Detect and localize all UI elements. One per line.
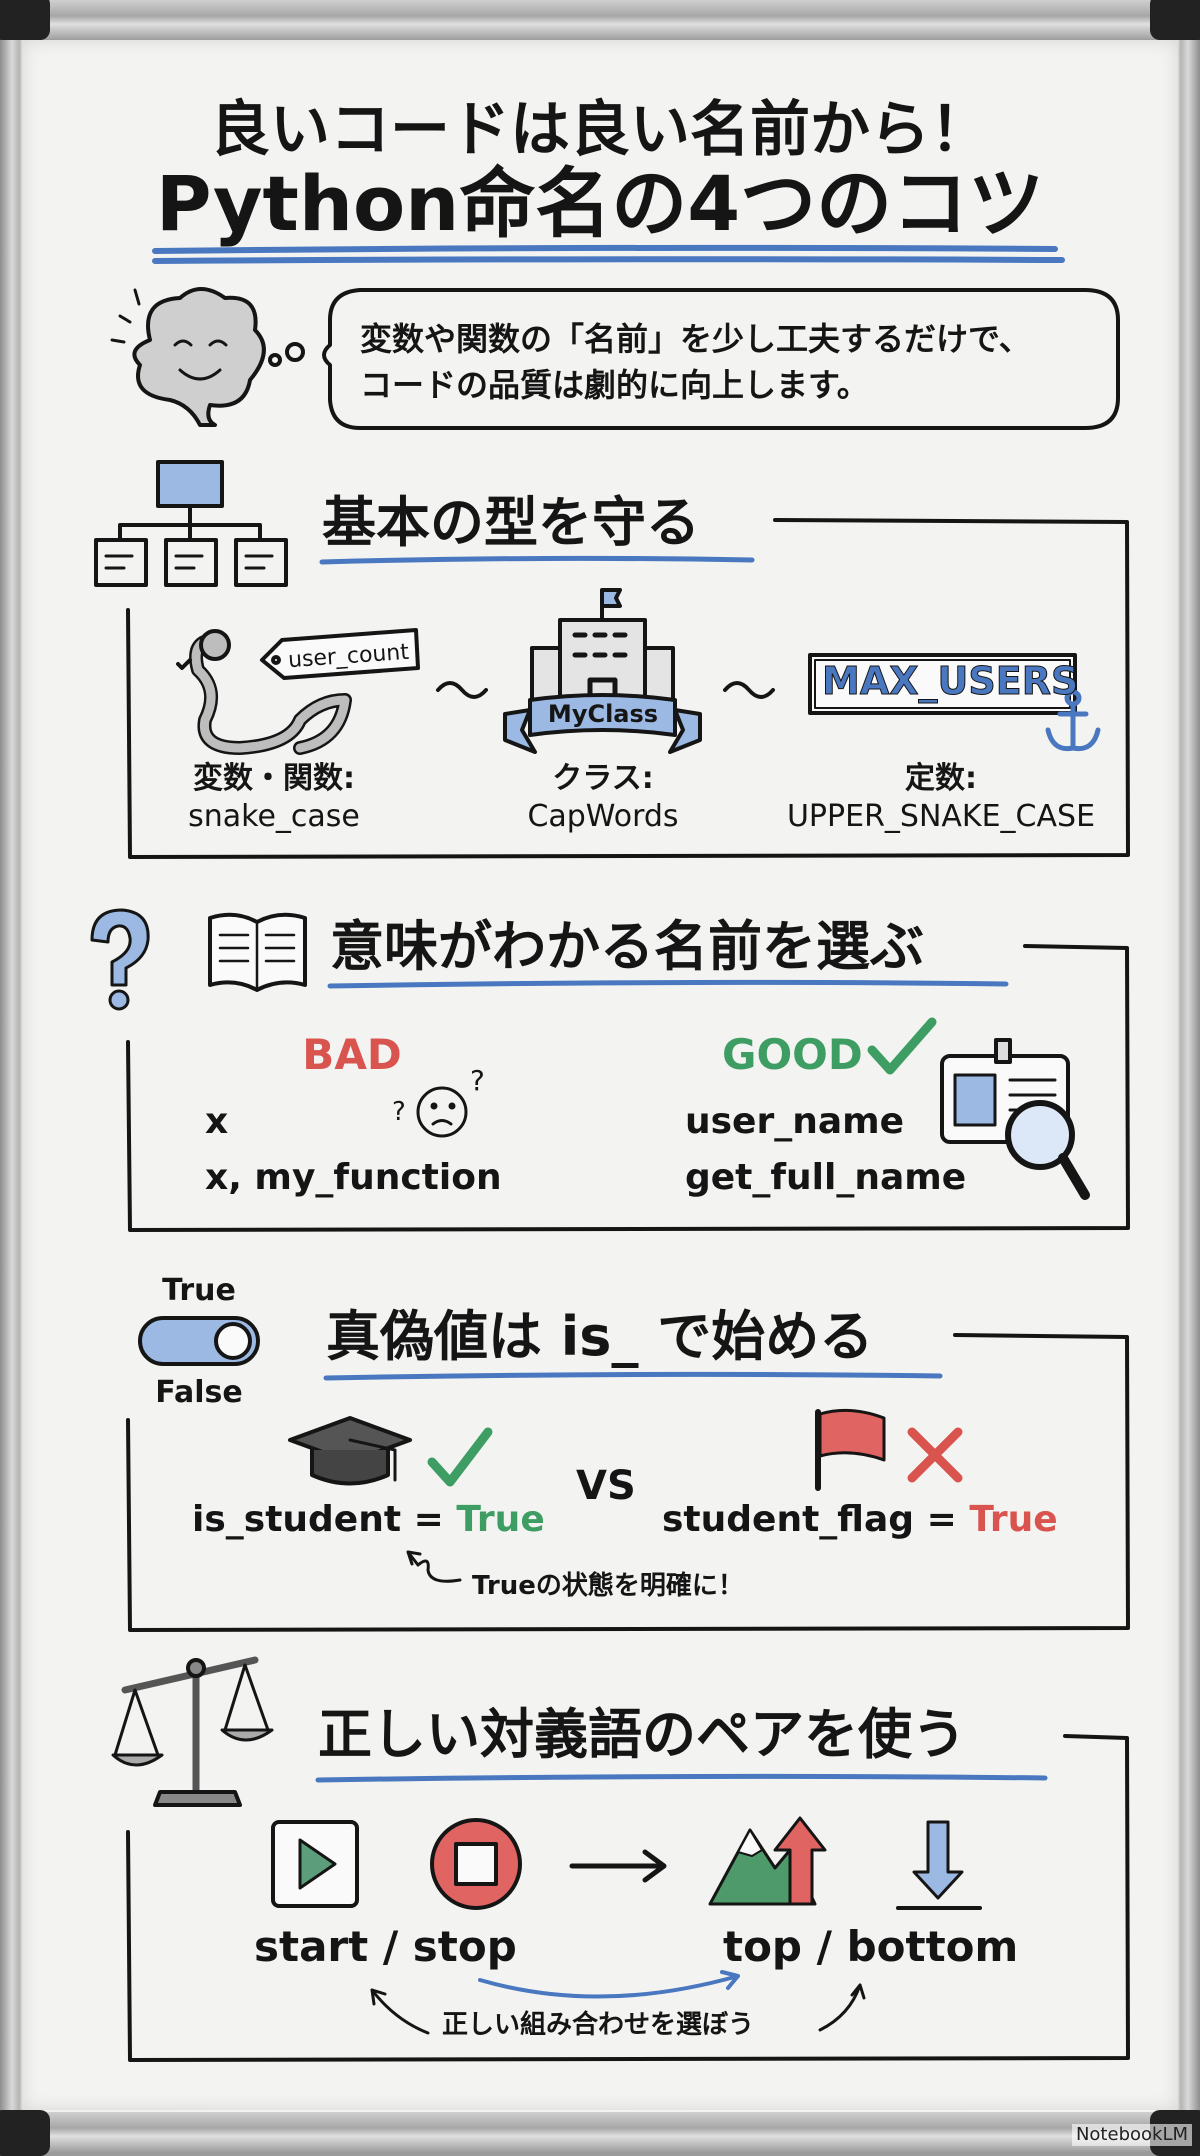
value-true: True [969,1499,1058,1540]
equals: = [926,1499,957,1540]
book-icon [208,912,307,992]
bad-example: x, my_function [205,1157,502,1198]
stop-icon [430,1818,522,1910]
note-arrow [370,1988,430,2035]
pair-note: 正しい組み合わせを選ぼう [442,2010,755,2040]
checkmark-icon [867,1017,937,1075]
svg-text:?: ? [470,1064,485,1097]
intro-line2: コードの品質は劇的に向上します。 [360,366,869,404]
notebooklm-watermark: NotebookLM [1071,2124,1192,2146]
tag-max-users: MAX_USERS [821,659,1079,703]
pair-start-stop: start / stop [254,1922,517,1971]
hierarchy-icon [94,460,288,587]
good-example: user_name [685,1101,905,1142]
section-box [126,518,1130,859]
tag-myclass: MyClass [547,700,659,728]
page-title: Python命名の4つのコツ [155,159,1045,248]
toggle-false-label: False [155,1375,243,1410]
good-example: get_full_name [685,1157,967,1198]
frame-corner [0,0,50,40]
style-snake-case: snake_case [188,799,360,834]
var-name: student_flag [662,1499,915,1540]
equals: = [413,1499,444,1540]
bad-label: BAD [302,1030,402,1079]
bad-example: x [205,1101,229,1142]
vs-label: VS [576,1463,636,1509]
whiteboard-top-rail [0,0,1200,40]
value-true: True [456,1499,545,1540]
separator-tilde [436,681,775,699]
confused-face-icon: ? ? [392,1064,485,1138]
balance-scale-icon [111,1656,274,1807]
heading-underline [315,1773,1048,1783]
magnifier-icon [1005,1100,1090,1200]
pair-top-bottom: top / bottom [723,1922,1019,1971]
brain-icon [110,287,305,427]
frame-corner [1150,0,1200,40]
cross-icon [907,1427,963,1483]
heading-underline [327,979,1009,989]
title-underline [152,244,1065,264]
note-arrow [818,1983,866,2032]
good-label: GOOD [722,1030,863,1079]
red-flag-icon [815,1408,886,1491]
snake-icon [176,629,352,755]
section-box [126,944,1130,1232]
arrow-down-icon [896,1820,982,1910]
label-constant: 定数: [904,761,977,796]
intro-line1: 変数や関数の「名前」を少し工夫するだけで、 [360,320,1031,358]
intro-text: 変数や関数の「名前」を少し工夫するだけで、 コードの品質は劇的に向上します。 [360,316,1031,408]
arrow-right-icon [569,1849,667,1883]
heading-underline [323,1371,943,1381]
checkmark-icon [427,1427,493,1487]
speech-bubble [322,288,1120,430]
label-class: クラス: [552,761,654,796]
name-tag-icon [260,628,420,680]
capwords-label: クラス:CapWords [527,760,678,836]
play-icon [271,1820,359,1908]
constant-sign [808,653,1077,715]
section-heading-4: 正しい対義語のペアを使う [318,1703,966,1766]
snake-case-label: 変数・関数:snake_case [188,760,360,836]
toggle-true-label: True [162,1273,236,1308]
heading-underline [319,555,755,565]
ribbon-banner [503,693,702,754]
section-heading-1: 基本の型を守る [322,491,700,554]
good-boolean-example: is_student = True [192,1502,545,1538]
anchor-icon [1045,689,1101,752]
section-heading-2: 意味がわかる名前を選ぶ [330,915,924,978]
style-capwords: CapWords [527,799,679,834]
var-name: is_student [192,1499,402,1540]
bad-boolean-example: student_flag = True [662,1502,1058,1538]
question-mark-icon [90,908,150,1011]
title-line1: 良いコードは良い名前から！ [210,95,990,165]
note-arrow [406,1550,462,1583]
section-heading-3: 真偽値は is_ で始める [326,1305,874,1368]
section-box [126,1333,1130,1632]
section-box [126,1734,1130,2062]
graduation-cap-icon [288,1416,412,1486]
mountain-up-icon [708,1816,827,1906]
upper-snake-label: 定数:UPPER_SNAKE_CASE [787,760,1095,836]
style-upper-snake-case: UPPER_SNAKE_CASE [786,799,1096,834]
svg-text:?: ? [392,1097,406,1127]
toggle-switch [138,1316,260,1366]
label-variables: 変数・関数: [192,761,355,796]
boolean-note: Trueの状態を明確に！ [472,1571,744,1601]
whiteboard-bottom-rail [0,2112,1200,2152]
building-icon [530,588,675,706]
frame-corner [0,2110,50,2156]
connecting-curve [478,1970,740,1999]
